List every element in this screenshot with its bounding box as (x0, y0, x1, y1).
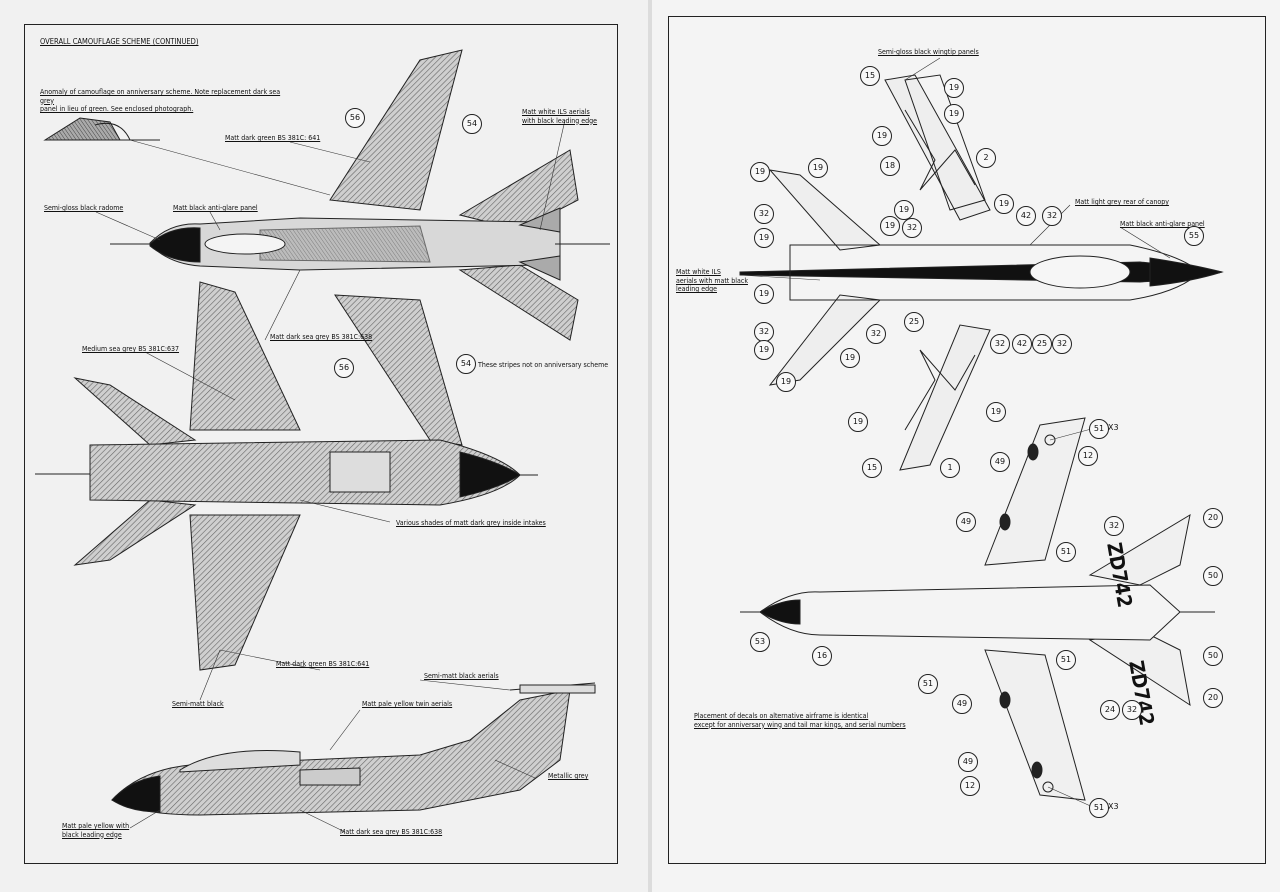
label-semimatt-black: Semi-matt black (172, 700, 224, 708)
callout-19-n: 19 (986, 402, 1006, 422)
callout-2: 2 (976, 148, 996, 168)
label-wingtip: Semi-gloss black wingtip panels (878, 48, 979, 56)
label-ils-top: Matt white ILS aerials with black leadin… (522, 108, 598, 125)
callout-16: 16 (812, 646, 832, 666)
label-intakes: Various shades of matt dark grey inside … (396, 519, 546, 527)
callout-25-a: 25 (904, 312, 924, 332)
label-semimatt-aerials: Semi-matt black aerials (424, 672, 499, 680)
callout-32-f: 32 (990, 334, 1010, 354)
callout-20-a: 20 (1203, 508, 1223, 528)
callout-32-d: 32 (754, 322, 774, 342)
label-medium-sea-grey: Medium sea grey BS 381C:637 (82, 345, 179, 353)
callout-18: 18 (880, 156, 900, 176)
callout-51-c: 51 (1056, 650, 1076, 670)
callout-19-b: 19 (944, 104, 964, 124)
callout-19-m: 19 (840, 348, 860, 368)
callout-1: 1 (940, 458, 960, 478)
callout-51-e: 51 (1089, 798, 1109, 818)
callout-49-b: 49 (956, 512, 976, 532)
callout-54-bottom: 54 (456, 354, 476, 374)
label-dark-green-side: Matt dark green BS 381C:641 (276, 660, 370, 668)
top-view-aircraft (110, 49, 610, 446)
callout-20-b: 20 (1203, 688, 1223, 708)
callout-19-f: 19 (994, 194, 1014, 214)
callout-19-l: 19 (776, 372, 796, 392)
callout-56-bottom: 56 (334, 358, 354, 378)
anomaly-inset (43, 117, 160, 141)
callout-32-i: 32 (1122, 700, 1142, 720)
callout-32-g: 32 (1052, 334, 1072, 354)
callout-42-b: 42 (1012, 334, 1032, 354)
right-top-aircraft (740, 417, 1215, 801)
label-semigloss-radome: Semi-gloss black radome (44, 204, 124, 212)
callout-15-a: 15 (860, 66, 880, 86)
label-ils-right: Matt white ILS aerials with matt black l… (676, 268, 748, 293)
callout-19-i: 19 (754, 228, 774, 248)
callout-49-c: 49 (952, 694, 972, 714)
callout-49-a: 49 (990, 452, 1010, 472)
serial-upper: ZD742 (1102, 540, 1138, 610)
callout-19-j: 19 (754, 284, 774, 304)
label-dark-green-top: Matt dark green BS 381C: 641 (225, 134, 321, 142)
callout-19-g: 19 (894, 200, 914, 220)
callout-19-a: 19 (944, 78, 964, 98)
callout-32-h: 32 (1104, 516, 1124, 536)
leader-lines-left (95, 119, 566, 833)
callout-12-b: 12 (960, 776, 980, 796)
label-metallic-grey: Metallic grey (548, 772, 589, 780)
side-view-aircraft (111, 682, 596, 816)
callout-53: 53 (750, 632, 770, 652)
label-placement: Placement of decals on alternative airfr… (694, 712, 906, 729)
callout-42-a: 42 (1016, 206, 1036, 226)
callout-54-top: 54 (462, 114, 482, 134)
callout-19-e: 19 (750, 162, 770, 182)
callout-19-c: 19 (872, 126, 892, 146)
callout-32-c: 32 (1042, 206, 1062, 226)
x3-top: X3 (1108, 423, 1119, 432)
label-light-grey-canopy: Matt light grey rear of canopy (1075, 198, 1169, 206)
callout-50-b: 50 (1203, 646, 1223, 666)
callout-19-h: 19 (880, 216, 900, 236)
label-stripes: These stripes not on anniversary scheme (478, 361, 609, 369)
label-antiglare-left: Matt black anti-glare panel (173, 204, 258, 212)
callout-51-a: 51 (1089, 419, 1109, 439)
x3-bottom: X3 (1108, 802, 1119, 811)
callout-51-b: 51 (1056, 542, 1076, 562)
callout-50-a: 50 (1203, 566, 1223, 586)
label-sea-grey-side: Matt dark sea grey BS 381C:638 (340, 828, 443, 836)
callout-19-k: 19 (754, 340, 774, 360)
callout-56-top: 56 (345, 108, 365, 128)
callout-19-o: 19 (848, 412, 868, 432)
label-pale-yellow-edge: Matt pale yellow with black leading edge (62, 822, 130, 839)
label-antiglare-right: Matt black anti-glare panel (1120, 220, 1205, 228)
label-pale-yellow-twin: Matt pale yellow twin aerials (362, 700, 453, 708)
callout-49-d: 49 (958, 752, 978, 772)
callout-32-a: 32 (754, 204, 774, 224)
anomaly-note: Anomaly of camouflage on anniversary sch… (40, 88, 281, 113)
callout-32-e: 32 (866, 324, 886, 344)
underside-aircraft (35, 281, 538, 671)
right-frame (668, 16, 1266, 864)
callout-32-b: 32 (902, 218, 922, 238)
label-sea-grey-top: Matt dark sea grey BS 381C:638 (270, 333, 373, 341)
left-frame (24, 24, 618, 864)
callout-15-b: 15 (862, 458, 882, 478)
page-fold (648, 0, 652, 892)
callout-24: 24 (1100, 700, 1120, 720)
right-underside-aircraft (739, 74, 1224, 471)
page-title: OVERALL CAMOUFLAGE SCHEME (CONTINUED) (40, 37, 199, 46)
callout-25-b: 25 (1032, 334, 1052, 354)
callout-51-d: 51 (918, 674, 938, 694)
callout-19-d: 19 (808, 158, 828, 178)
callout-55: 55 (1184, 226, 1204, 246)
callout-12-a: 12 (1078, 446, 1098, 466)
